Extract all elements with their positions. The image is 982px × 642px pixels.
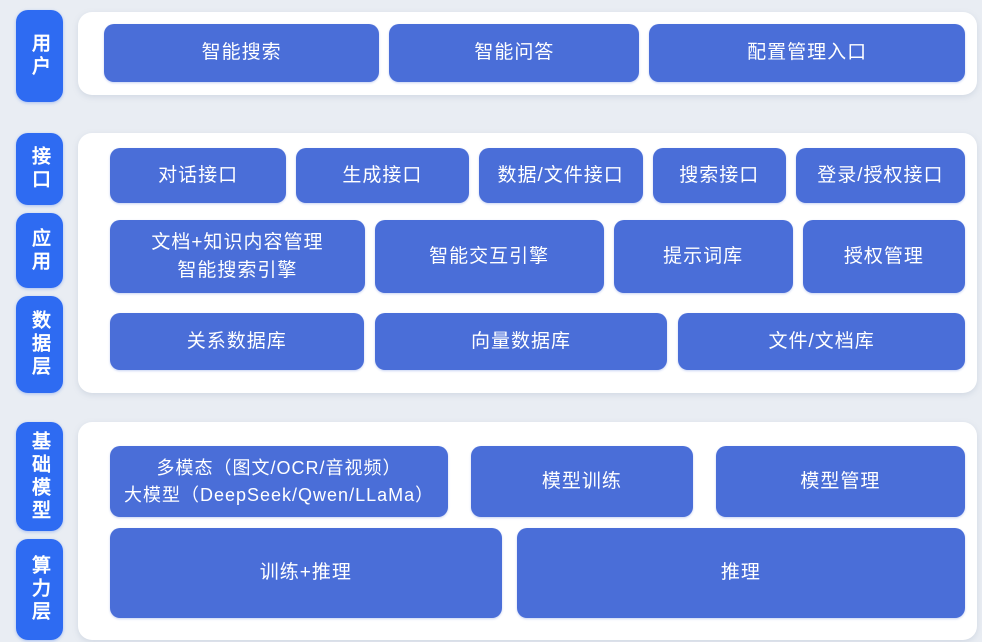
layer-badge-application: 应用 [16, 212, 63, 289]
box-file-doc-store-label: 文件/文档库 [768, 330, 875, 352]
box-multimodal-llm: 多模态（图文/OCR/音视频） 大模型（DeepSeek/Qwen/LLaMa） [110, 446, 449, 517]
section-bottom: 基础模型 算力层 多模态（图文/OCR/音视频） 大模型（DeepSeek/Qw… [16, 422, 977, 640]
middle-badge-column: 接口 应用 数据层 [16, 133, 63, 393]
row-foundation-models: 多模态（图文/OCR/音视频） 大模型（DeepSeek/Qwen/LLaMa）… [110, 446, 965, 517]
panel-bottom: 多模态（图文/OCR/音视频） 大模型（DeepSeek/Qwen/LLaMa）… [78, 422, 977, 640]
box-doc-knowledge-search-engine: 文档+知识内容管理 智能搜索引擎 [110, 220, 365, 293]
box-search-api-label: 搜索接口 [679, 164, 760, 186]
layer-badge-data: 数据层 [16, 296, 63, 393]
box-smart-search: 智能搜索 [104, 24, 380, 82]
layer-badge-interface: 接口 [16, 133, 63, 205]
box-prompt-library: 提示词库 [613, 220, 793, 293]
box-vector-db: 向量数据库 [374, 313, 668, 370]
box-dialog-api: 对话接口 [110, 148, 287, 203]
layer-badge-compute: 算力层 [16, 539, 63, 640]
box-multimodal-line2: 大模型（DeepSeek/Qwen/LLaMa） [123, 484, 435, 505]
layer-badge-user: 用户 [16, 10, 63, 102]
layer-badge-foundation-model: 基础模型 [16, 422, 63, 532]
box-training-inference-label: 训练+推理 [259, 562, 352, 584]
box-login-auth-api-label: 登录/授权接口 [817, 164, 944, 186]
box-model-management: 模型管理 [715, 446, 965, 517]
row-compute: 训练+推理 推理 [110, 528, 965, 618]
layer-badge-user-label: 用户 [29, 33, 50, 79]
row-data-stores: 关系数据库 向量数据库 文件/文档库 [110, 313, 965, 370]
box-model-training-label: 模型训练 [541, 470, 622, 492]
box-smart-qa: 智能问答 [389, 24, 640, 82]
box-login-auth-api: 登录/授权接口 [795, 148, 965, 203]
box-config-entry-label: 配置管理入口 [747, 42, 868, 64]
box-smart-qa-label: 智能问答 [474, 42, 555, 64]
layer-badge-data-label: 数据层 [29, 310, 50, 380]
box-doc-knowledge-label: 文档+知识内容管理 [151, 231, 324, 253]
box-search-api: 搜索接口 [652, 148, 786, 203]
layer-badge-compute-label: 算力层 [29, 555, 50, 625]
box-data-file-api-label: 数据/文件接口 [497, 164, 624, 186]
box-interaction-engine-label: 智能交互引擎 [429, 245, 550, 267]
panel-user: 智能搜索 智能问答 配置管理入口 [78, 12, 977, 95]
box-model-training: 模型训练 [471, 446, 693, 517]
box-interaction-engine: 智能交互引擎 [374, 220, 604, 293]
box-data-file-api: 数据/文件接口 [478, 148, 643, 203]
row-user-entries: 智能搜索 智能问答 配置管理入口 [104, 24, 965, 82]
box-relational-db: 关系数据库 [110, 313, 364, 370]
box-vector-db-label: 向量数据库 [470, 330, 571, 352]
user-badge-column: 用户 [16, 10, 63, 102]
box-multimodal-line1: 多模态（图文/OCR/音视频） [156, 458, 402, 479]
box-generation-api-label: 生成接口 [342, 164, 423, 186]
box-generation-api: 生成接口 [296, 148, 469, 203]
box-search-engine-label: 智能搜索引擎 [177, 259, 298, 281]
box-auth-management: 授权管理 [802, 220, 965, 293]
box-inference: 推理 [516, 528, 965, 618]
box-training-inference: 训练+推理 [110, 528, 502, 618]
box-auth-management-label: 授权管理 [843, 245, 924, 267]
box-config-entry: 配置管理入口 [649, 24, 965, 82]
section-middle: 接口 应用 数据层 对话接口 生成接口 数据/文件接口 搜 [16, 133, 977, 393]
row-applications: 文档+知识内容管理 智能搜索引擎 智能交互引擎 提示词库 授权管理 [110, 220, 965, 293]
layer-badge-application-label: 应用 [29, 227, 50, 274]
layer-badge-interface-label: 接口 [29, 145, 50, 192]
layer-badge-foundation-model-label: 基础模型 [29, 430, 50, 523]
section-user: 用户 智能搜索 智能问答 配置管理入口 [16, 10, 977, 102]
box-smart-search-label: 智能搜索 [201, 42, 282, 64]
bottom-badge-column: 基础模型 算力层 [16, 422, 63, 640]
box-dialog-api-label: 对话接口 [158, 164, 239, 186]
box-inference-label: 推理 [720, 562, 761, 584]
box-file-doc-store: 文件/文档库 [678, 313, 965, 370]
box-relational-db-label: 关系数据库 [186, 330, 287, 352]
box-model-management-label: 模型管理 [800, 470, 881, 492]
box-prompt-library-label: 提示词库 [663, 245, 744, 267]
panel-middle: 对话接口 生成接口 数据/文件接口 搜索接口 登录/授权接口 文档+知识内容管理 [78, 133, 977, 393]
row-interfaces: 对话接口 生成接口 数据/文件接口 搜索接口 登录/授权接口 [110, 148, 965, 203]
